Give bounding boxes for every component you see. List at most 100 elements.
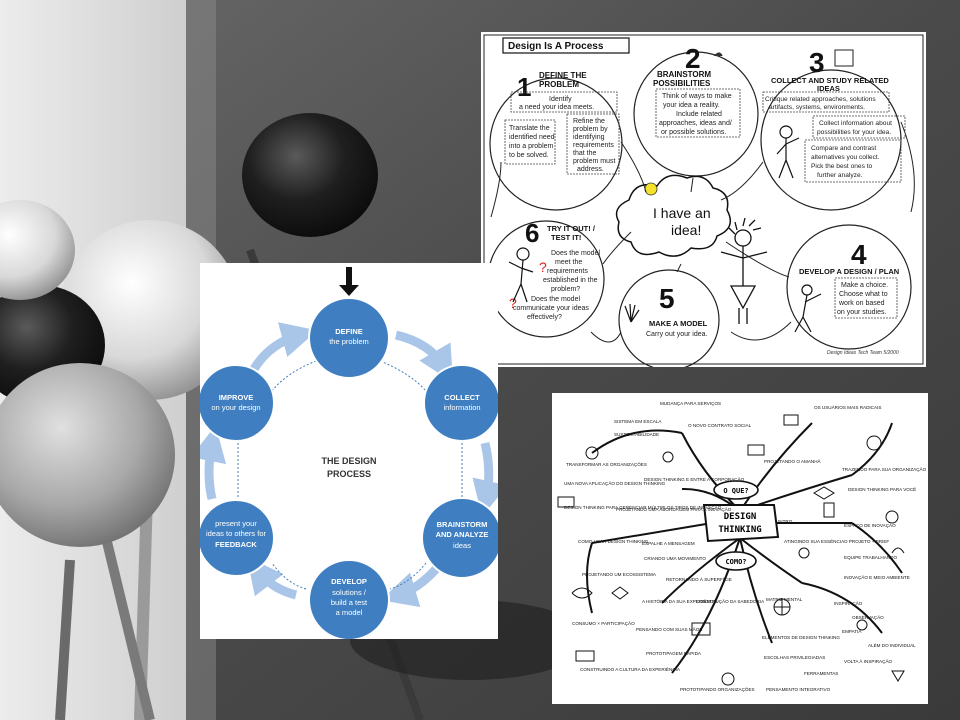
node-define-text: the problem [329,337,369,346]
step-1-box-a: to be solved. [509,152,549,159]
sketch-doodles [557,414,905,686]
svg-text:DESIGN THINKING PARA VOCÊ: DESIGN THINKING PARA VOCÊ [848,485,916,492]
step-2-title: BRAINSTORM [657,70,711,79]
node-collect-text: information [443,403,480,412]
svg-text:SISTEMA EM ESCALA: SISTEMA EM ESCALA [614,419,662,424]
svg-text:PROTOTIPANDO ORGANIZAÇÕES: PROTOTIPANDO ORGANIZAÇÕES [680,686,755,692]
svg-text:UMA NOVA APLICAÇÃO DO DESIGN T: UMA NOVA APLICAÇÃO DO DESIGN THINKING [564,480,666,486]
stick-figure-icon [720,217,768,324]
step-1-box-a: into a problem [509,143,554,150]
node-develop-text: a model [336,608,363,617]
svg-text:INTRO: INTRO [778,519,793,524]
step-1-box-b: that the [573,150,596,157]
step-3-box-a: possibilities for your idea. [817,129,891,136]
node-develop-text: build a test [331,598,368,607]
node-improve-bold: IMPROVE [219,393,254,402]
stick-figure-icon [508,247,534,303]
step-3-note: Critique related approaches, solutions [765,96,876,103]
svg-text:RETORNANDO À SUPERFÍCIE: RETORNANDO À SUPERFÍCIE [666,576,732,582]
node-improve-text: on your design [211,403,260,412]
hand-icon [624,303,640,323]
step-3-title: COLLECT AND STUDY RELATED [771,76,889,85]
design-process-title-2: PROCESS [327,469,371,479]
step-1-box-b: problem by [573,126,608,133]
step-4-number: 4 [851,239,867,270]
design-is-a-process-diagram: Design Is A Process I have an idea! 1 DE… [481,32,926,367]
step-6-box-a: Does the model [531,296,580,303]
cycle-arrows [200,322,498,608]
dip-title: Design Is A Process [508,41,604,52]
node-develop-text: solutions / [332,588,367,597]
step-3-box-b: further analyze. [817,172,863,179]
step-6-title: TRY IT OUT! / [547,224,596,233]
step-2-number: 2 [685,43,701,74]
step-4-note: work on based [838,300,885,307]
svg-text:FERRAMENTAS: FERRAMENTAS [804,671,838,676]
svg-text:ESCOLHAS PRIVILEGIADAS: ESCOLHAS PRIVILEGIADAS [764,655,825,660]
node-brainstorm-bold-2: AND ANALYZE [436,530,489,539]
computer-icon [834,49,854,67]
step-1-box-a: identified need [509,134,555,141]
step-6-note: Does the model [551,250,600,257]
svg-text:CONSUMO × PARTICIPAÇÃO: CONSUMO × PARTICIPAÇÃO [572,620,635,626]
design-process-title: THE DESIGN [321,456,376,466]
svg-text:TRAZENDO PARA SUA ORGANIZAÇÃO: TRAZENDO PARA SUA ORGANIZAÇÃO [842,466,927,472]
step-3-box-b: Compare and contrast [811,145,876,152]
svg-text:OBSERVAÇÃO: OBSERVAÇÃO [852,614,884,620]
como-bubble: COMO? [715,551,757,571]
svg-text:PROTOTIPAGEM RÁPIDA: PROTOTIPAGEM RÁPIDA [646,650,702,656]
step-6-box-a: effectively? [527,314,562,321]
svg-text:MUDANÇA PARA SERVIÇOS: MUDANÇA PARA SERVIÇOS [660,401,721,406]
node-brainstorm-text: ideas [453,541,471,550]
svg-text:THINKING: THINKING [718,525,761,535]
step-1-number: 1 [517,72,531,102]
step-1-title-2: PROBLEM [539,80,579,89]
cloud-lightning-icon: ☁ [713,48,723,59]
node-feedback-bold: FEEDBACK [215,540,257,549]
design-thinking-hub: DESIGN THINKING [702,504,780,543]
step-1-note: Identify [549,96,572,103]
step-1-note: a need your idea meets. [519,104,594,111]
step-4-note: Choose what to [839,291,888,298]
svg-text:A HISTÓRIA DA SUA EXPERIÊNCIA: A HISTÓRIA DA SUA EXPERIÊNCIA [642,597,719,604]
svg-text:DESIGN THINKING E ENTRE A CORP: DESIGN THINKING E ENTRE A CORPORAÇÃO [644,476,745,482]
step-6-box-a: communicate your ideas [513,305,589,312]
node-brainstorm-bold: BRAINSTORM [437,520,488,529]
step-6-title-2: TEST IT! [551,233,581,242]
svg-text:TRANSFORMAR AS ORGANIZAÇÕES: TRANSFORMAR AS ORGANIZAÇÕES [566,461,647,467]
node-define-bold: DEFINE [335,327,363,336]
step-5-note: Carry out your idea. [646,331,708,338]
step-4-note: on your studies. [837,309,886,316]
step-1-title: DEFINE THE [539,71,587,80]
step-1-box-b: problem must [573,158,615,165]
question-mark-icon: ? [509,295,517,311]
svg-text:COMO USAR DESIGN THINKING: COMO USAR DESIGN THINKING [578,539,649,544]
question-mark-icon: ? [539,259,547,275]
step-6-note: requirements [547,268,588,275]
step-6-note: established in the [543,277,598,284]
node-feedback-text: present your [215,519,257,528]
step-1-box-b: Refine the [573,118,605,125]
node-collect-bold: COLLECT [444,393,480,402]
svg-text:O NOVO CONTRATO SOCIAL: O NOVO CONTRATO SOCIAL [688,423,752,428]
step-2-title-2: POSSIBILITIES [653,79,711,88]
svg-text:ESPAÇO DE INOVAÇÃO: ESPAÇO DE INOVAÇÃO [844,522,896,528]
step-1-box-b: requirements [573,142,614,149]
flow-arrows [490,121,915,343]
svg-text:CRIANDO UMA MOVIMENTO: CRIANDO UMA MOVIMENTO [644,556,706,561]
step-3-box-b: Pick the best ones to [811,163,873,170]
step-2-note: or possible solutions. [661,129,726,136]
o-que-bubble: O QUE? [713,480,759,500]
svg-text:SUSTENTABILIDADE: SUSTENTABILIDADE [614,432,659,437]
svg-text:COMO?: COMO? [725,558,746,566]
svg-text:PENSAMENTO INTEGRATIVO: PENSAMENTO INTEGRATIVO [766,687,831,692]
svg-text:O QUE?: O QUE? [723,487,748,495]
step-4-note: Make a choice. [841,282,888,289]
design-thinking-mind-map: DESIGN THINKING O QUE? COMO? MUDANÇA PAR… [552,393,928,704]
mind-map-labels: MUDANÇA PARA SERVIÇOS SISTEMA EM ESCALA … [564,401,927,692]
step-3-number: 3 [809,47,825,78]
dip-center-text: I have an [653,205,711,221]
svg-text:INSPIRAÇÃO: INSPIRAÇÃO [834,600,863,606]
step-3-box-a: Collect information about [819,120,892,127]
step-5-number: 5 [659,283,675,314]
